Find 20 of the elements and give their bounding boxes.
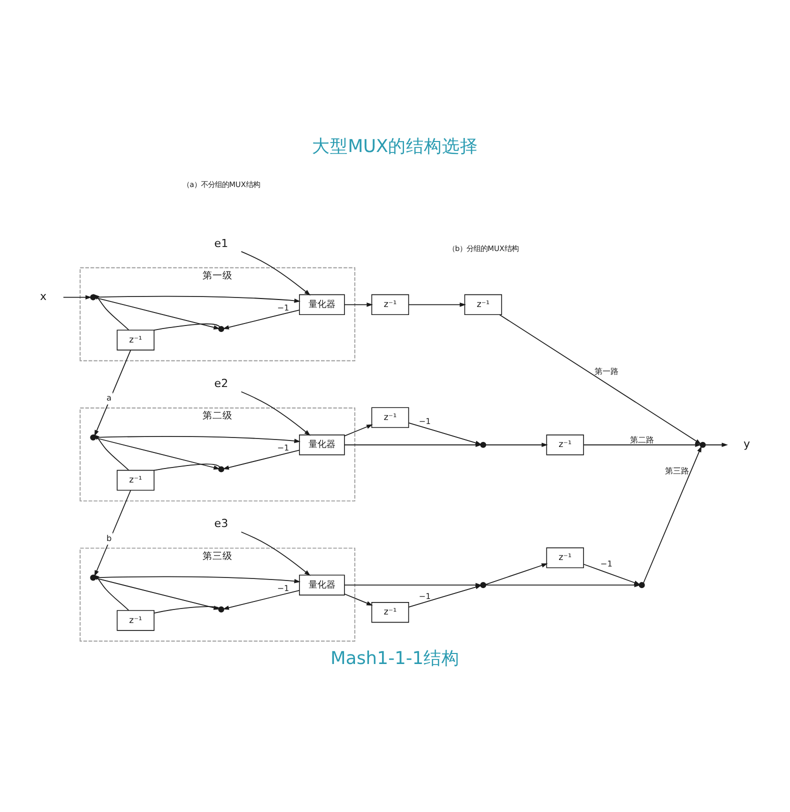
node-text: x xyxy=(40,289,47,302)
edge-label: −1 xyxy=(277,582,290,592)
edge-label: b xyxy=(106,532,112,542)
caption: Mash1-1-1结构 xyxy=(330,648,460,669)
label: （b）分组的MUX结构 xyxy=(448,244,518,253)
diagram-title: 大型MUX的结构选择 xyxy=(312,136,478,157)
node-text: e2 xyxy=(214,376,228,390)
edge-label: −1 xyxy=(418,590,431,600)
edge-label: −1 xyxy=(277,442,290,452)
edge-label: −1 xyxy=(277,302,290,312)
node-text: y xyxy=(743,436,750,450)
edge-label: a xyxy=(106,392,112,402)
node-text: e3 xyxy=(214,516,228,530)
edge-label: 第三路 xyxy=(665,465,690,475)
edge-label: 第二路 xyxy=(630,434,654,444)
edge-label: −1 xyxy=(600,558,612,568)
label: （a）不分组的MUX结构 xyxy=(182,179,260,188)
edge-label: 第一路 xyxy=(594,365,618,376)
node-text: e1 xyxy=(214,236,228,250)
edge-label: −1 xyxy=(418,416,431,426)
